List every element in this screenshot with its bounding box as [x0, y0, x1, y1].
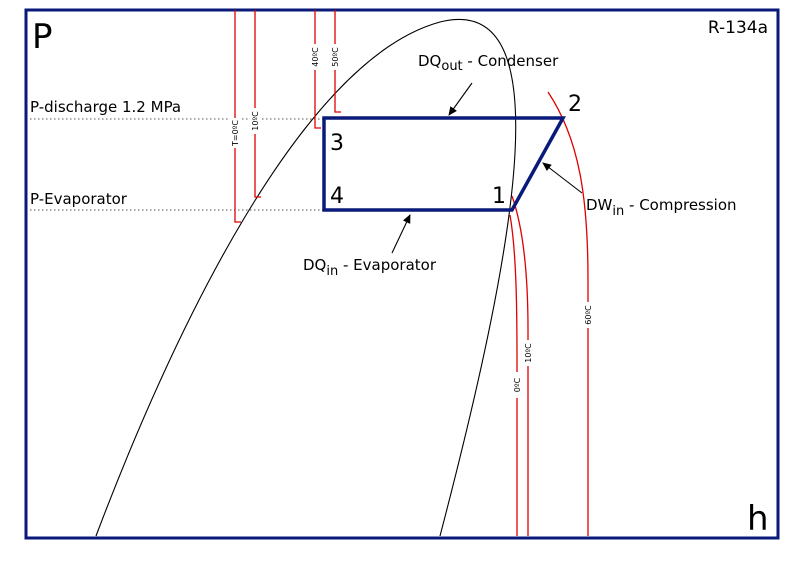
isotherm-50c: 50ºC	[329, 10, 341, 113]
svg-text:10ºC: 10ºC	[524, 343, 533, 363]
pressure-axis-label: P	[32, 17, 53, 57]
enthalpy-axis-label: h	[747, 499, 769, 539]
isotherm-60c: 60ºC	[547, 91, 594, 536]
compression-label: DWin - Compression	[586, 196, 737, 219]
evaporator-arrow	[391, 214, 411, 254]
evaporator-pressure-label: P-Evaporator	[30, 190, 128, 208]
isotherm-10c-right: 10ºC	[511, 195, 534, 536]
condenser-arrow	[448, 82, 473, 116]
discharge-pressure-label: P-discharge 1.2 MPa	[30, 98, 181, 116]
isotherm-0c-left: T=0ºC	[228, 10, 242, 223]
evaporator-label: DQin - Evaporator	[303, 256, 437, 279]
plot-frame	[24, 8, 780, 540]
isotherm-10c-left: 10ºC	[249, 10, 261, 198]
state-3-label: 3	[330, 131, 344, 156]
refrigerant-label: R-134a	[708, 18, 768, 38]
isotherm-0c-right: 0ºC	[509, 214, 523, 536]
svg-text:10ºC: 10ºC	[251, 111, 260, 131]
state-2-label: 2	[568, 92, 582, 117]
svg-text:40ºC: 40ºC	[311, 47, 320, 67]
condenser-label: DQout - Condenser	[418, 52, 559, 74]
svg-text:50ºC: 50ºC	[331, 47, 340, 67]
saturation-dome	[95, 19, 517, 537]
compression-arrow	[542, 162, 583, 194]
state-1-label: 1	[492, 184, 506, 209]
svg-text:T=0ºC: T=0ºC	[231, 120, 240, 147]
isotherm-40c: 40ºC	[309, 10, 321, 129]
refrigeration-cycle	[322, 116, 566, 212]
state-4-label: 4	[330, 184, 344, 209]
svg-text:60ºC: 60ºC	[584, 305, 593, 325]
svg-text:0ºC: 0ºC	[513, 377, 522, 392]
